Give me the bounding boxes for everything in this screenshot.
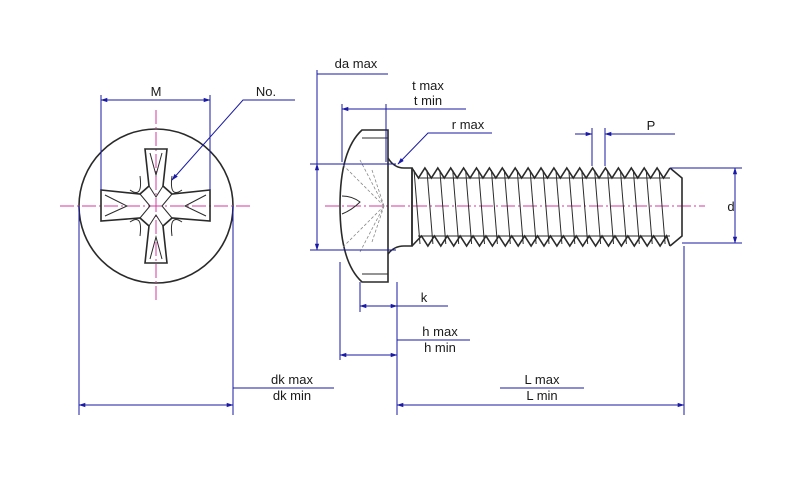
h-min-label: h min xyxy=(424,340,456,355)
thread-flank xyxy=(568,169,576,245)
thread-flank xyxy=(516,169,524,245)
screw-side-view: da max t max t min r max P d k xyxy=(310,56,742,415)
thread-flank xyxy=(607,169,614,245)
thread-flank xyxy=(581,169,589,245)
thread-flank xyxy=(619,169,627,245)
t-min-label: t min xyxy=(414,93,442,108)
L-max-label: L max xyxy=(525,372,560,387)
phillips-recess-icon xyxy=(100,148,211,264)
thread-flank xyxy=(555,169,563,245)
thread-flank xyxy=(594,169,602,245)
M-label: M xyxy=(151,84,162,99)
h-max-label: h max xyxy=(422,324,458,339)
r-max-label: r max xyxy=(452,117,485,132)
thread-flank xyxy=(542,169,550,245)
da-max-label: da max xyxy=(335,56,378,71)
dk-min-label: dk min xyxy=(273,388,311,403)
thread-flank xyxy=(439,169,447,245)
thread-flank xyxy=(413,169,421,245)
threaded-shank xyxy=(411,166,683,248)
t-max-label: t max xyxy=(412,78,444,93)
screw-tip xyxy=(669,167,683,247)
recess-hidden-lines xyxy=(341,159,385,253)
head-top-view: M No. dk max dk min xyxy=(60,84,334,415)
thread-flank xyxy=(645,169,653,245)
thread-flank xyxy=(658,169,666,245)
d-label: d xyxy=(727,199,734,214)
No-leader xyxy=(171,99,295,181)
pan-head xyxy=(339,129,389,283)
No-label: No. xyxy=(256,84,276,99)
thread-flank xyxy=(426,169,434,245)
thread-flank xyxy=(452,169,460,245)
P-label: P xyxy=(647,118,656,133)
thread-flank xyxy=(478,169,485,245)
thread-flank xyxy=(490,169,498,245)
dk-max-label: dk max xyxy=(271,372,313,387)
thread-flank xyxy=(632,169,640,245)
thread-flank xyxy=(465,169,473,245)
thread-flank xyxy=(503,169,511,245)
thread-flank xyxy=(529,169,537,245)
r-leader xyxy=(397,132,492,165)
L-min-label: L min xyxy=(526,388,557,403)
k-label: k xyxy=(421,290,428,305)
